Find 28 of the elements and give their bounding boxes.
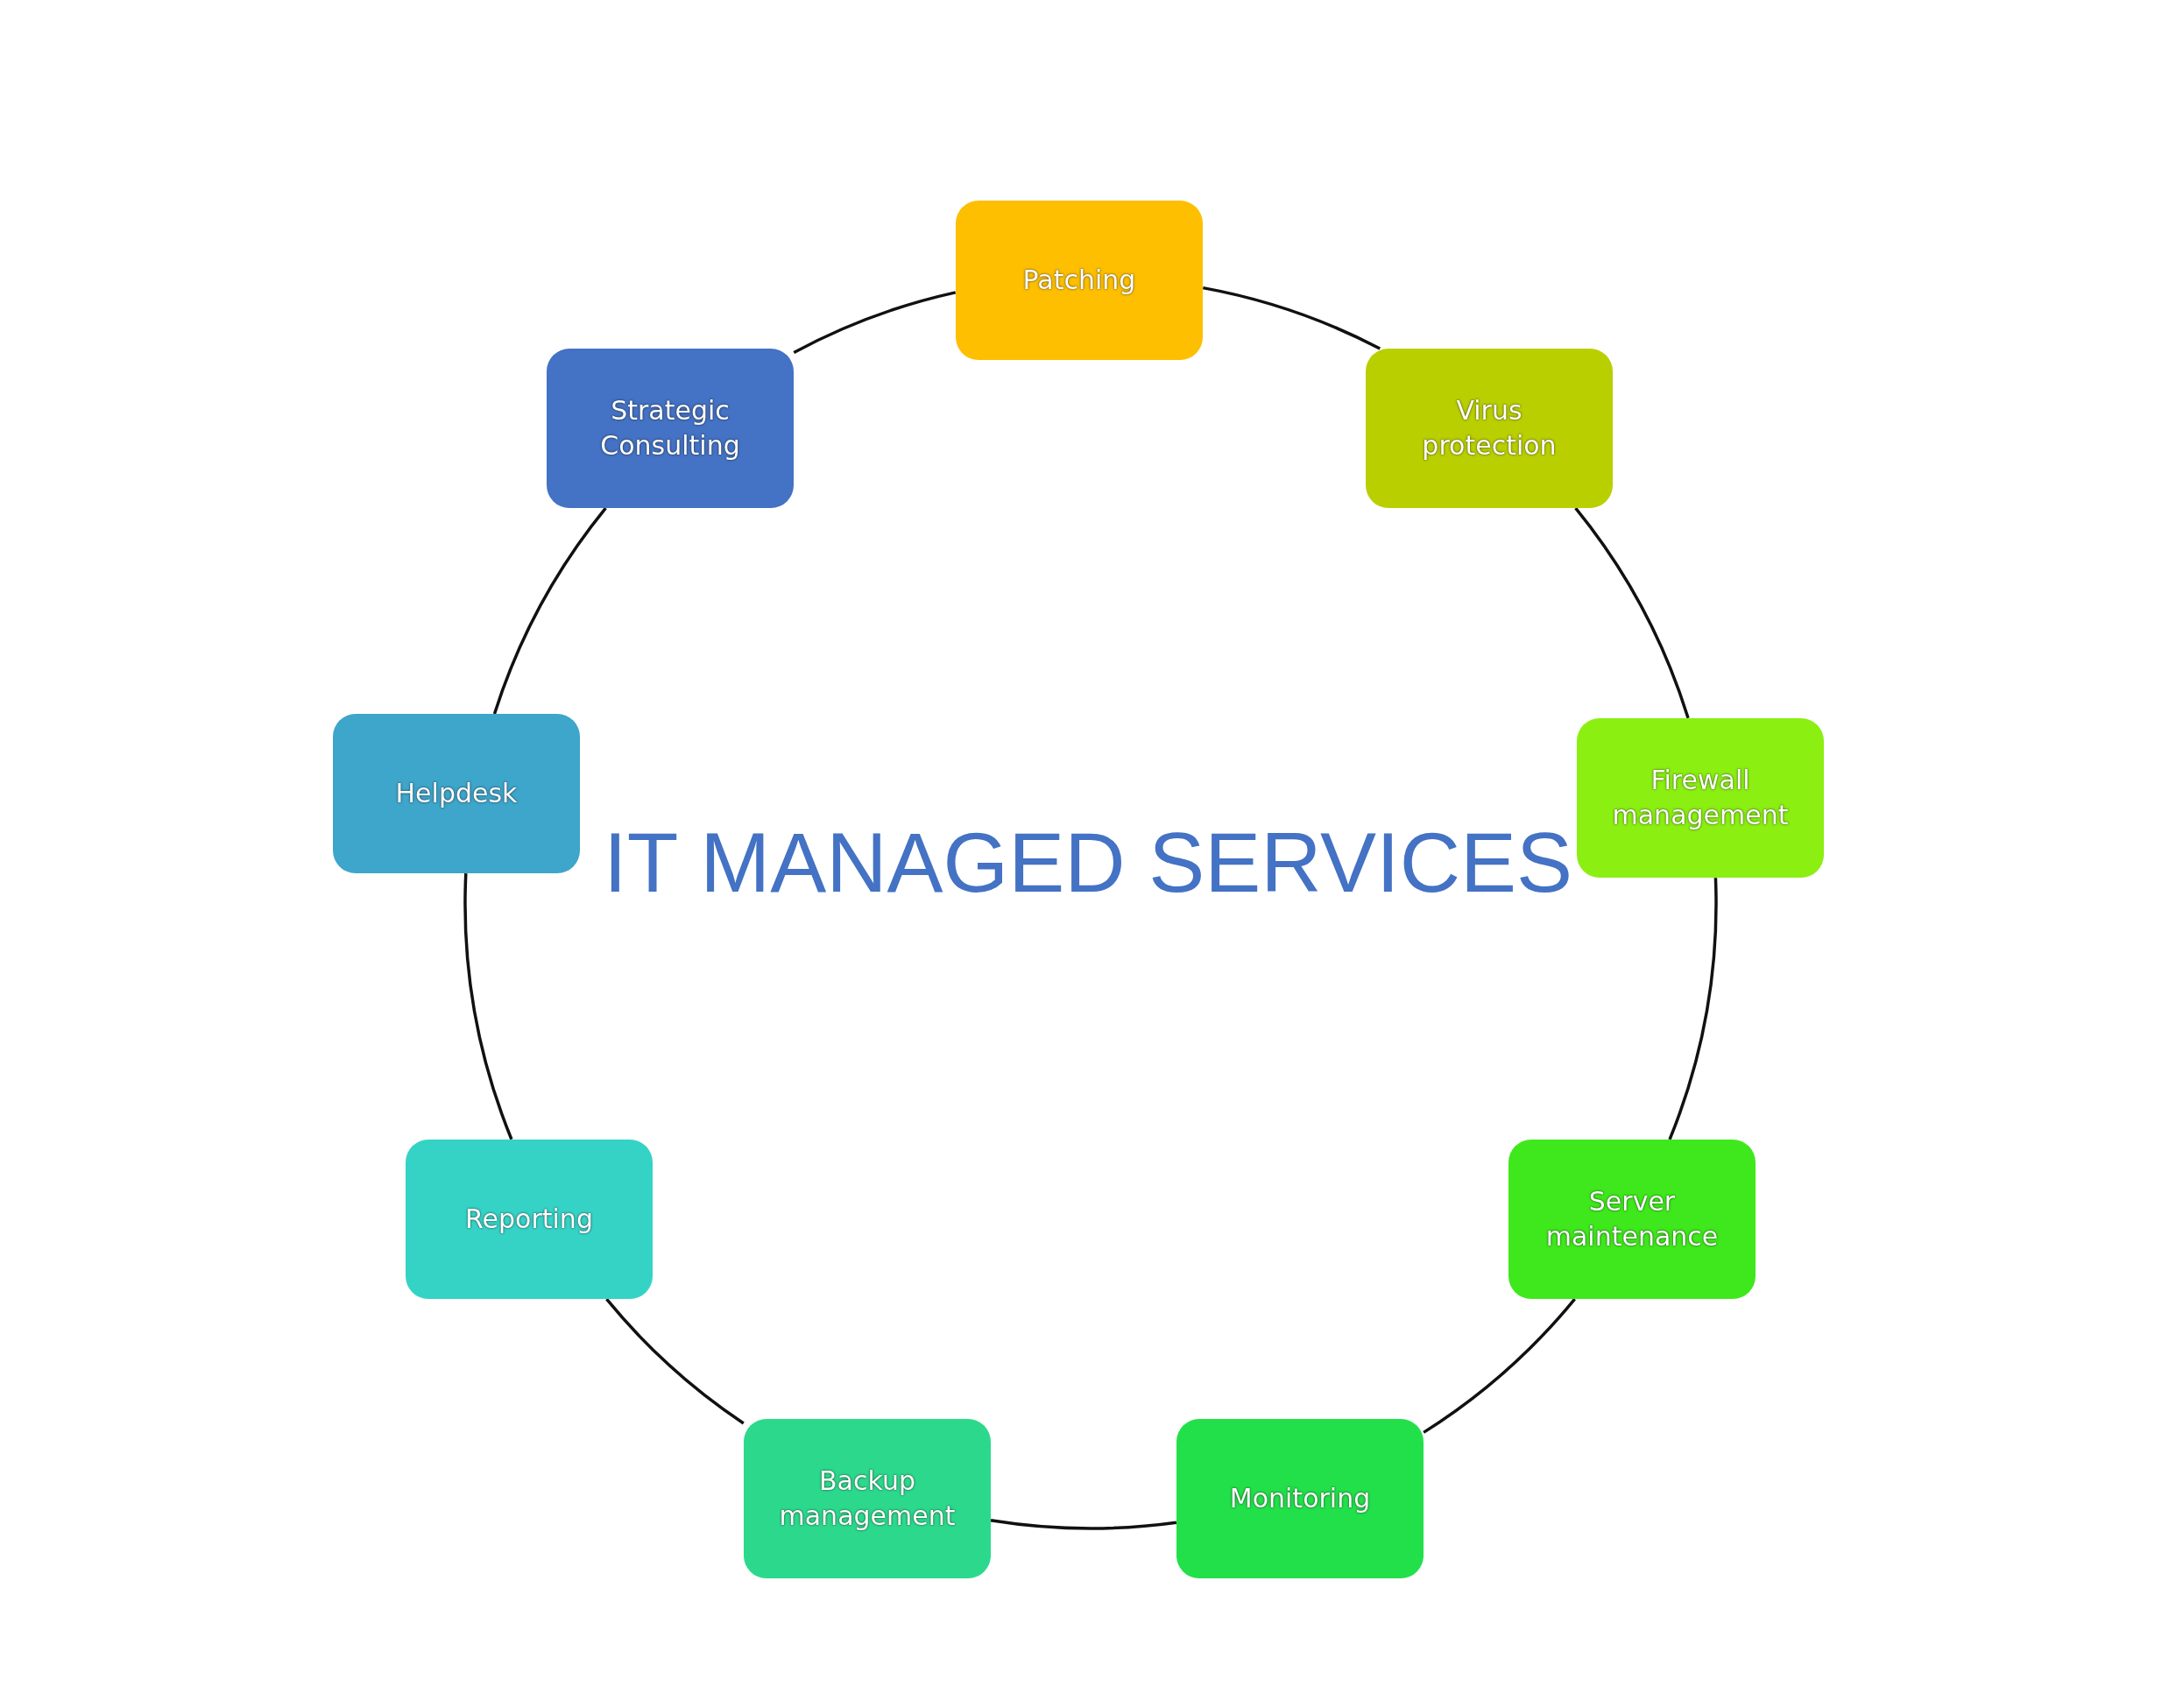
service-box [547, 349, 794, 508]
service-label: Helpdesk [395, 777, 518, 810]
service-box [1176, 1419, 1424, 1578]
service-box [1366, 349, 1613, 508]
connector-arc [605, 1298, 745, 1425]
service-box [956, 201, 1203, 360]
connector-arc [1202, 286, 1381, 350]
service-box [406, 1140, 653, 1299]
service-label: Firewall management [1611, 764, 1790, 832]
service-box [1577, 718, 1824, 878]
service-label: Backup management [778, 1465, 957, 1533]
connector-arc [1423, 1297, 1576, 1434]
connector-arc [464, 873, 513, 1140]
connector-arc [793, 291, 957, 355]
service-label: Server maintenance [1544, 1185, 1720, 1253]
service-box [744, 1419, 991, 1578]
connector-arc [1668, 878, 1718, 1140]
service-label: Monitoring [1229, 1482, 1371, 1515]
connector-arc [1574, 507, 1690, 719]
service-label: Patching [1022, 264, 1136, 297]
service-label: Virus protection [1421, 394, 1558, 462]
service-label: Reporting [465, 1203, 593, 1236]
service-box [333, 714, 580, 873]
connector-arc [492, 507, 607, 715]
diagram-title: IT MANAGED SERVICES [603, 815, 1573, 911]
connector-arc [990, 1519, 1177, 1530]
service-box [1508, 1140, 1756, 1299]
service-label: Strategic Consulting [599, 394, 741, 462]
